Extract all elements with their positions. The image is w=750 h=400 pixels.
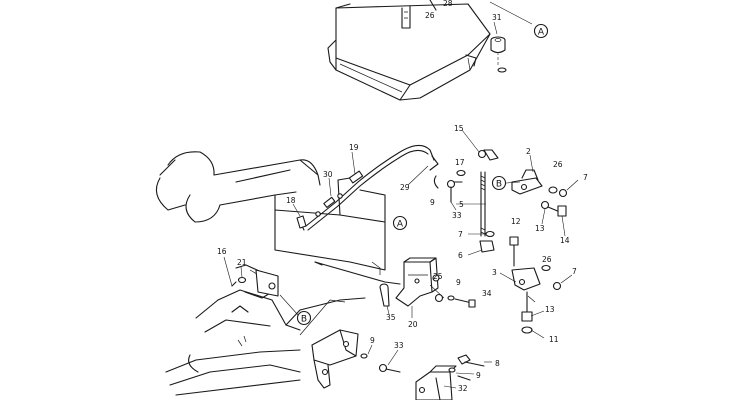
part-label: 34 bbox=[482, 289, 492, 298]
part-label: 26 bbox=[425, 11, 435, 20]
part-label: 25 bbox=[433, 272, 443, 281]
part-label: 5 bbox=[459, 200, 464, 209]
part-label: 21 bbox=[237, 258, 247, 267]
svg-text:A: A bbox=[397, 220, 404, 230]
part-label: 26 bbox=[553, 160, 563, 169]
part-label: 2 bbox=[526, 147, 531, 156]
bracket-16 bbox=[223, 256, 299, 316]
part-label: 13 bbox=[545, 305, 555, 314]
part-label: 3 bbox=[492, 268, 497, 277]
part-label: 9 bbox=[370, 336, 375, 345]
part-label: 8 bbox=[495, 359, 500, 368]
part-label: 32 bbox=[458, 384, 468, 393]
rod-5 bbox=[456, 171, 486, 237]
fasteners-right bbox=[446, 169, 579, 267]
bracket-lower-right bbox=[415, 354, 492, 400]
part-label: 12 bbox=[511, 217, 521, 226]
part-label: 15 bbox=[454, 124, 464, 133]
part-label: 29 bbox=[400, 183, 410, 192]
part-label: 7 bbox=[583, 173, 588, 182]
part-label: 7 bbox=[458, 230, 463, 239]
link-rod bbox=[314, 261, 401, 285]
callout-A-top: A bbox=[533, 23, 549, 39]
callout-A-left: A bbox=[392, 215, 408, 231]
part-label: 20 bbox=[408, 320, 418, 329]
part-label: 28 bbox=[443, 0, 453, 8]
part-label: 13 bbox=[535, 224, 545, 233]
part-label: 9 bbox=[456, 278, 461, 287]
part-label: 33 bbox=[452, 211, 462, 220]
part-label: 7 bbox=[572, 267, 577, 276]
part-label: 18 bbox=[286, 196, 296, 205]
part-label: 17 bbox=[455, 158, 465, 167]
svg-text:B: B bbox=[301, 315, 307, 325]
part-label: 6 bbox=[458, 251, 463, 260]
rubber-mount-31 bbox=[490, 21, 507, 73]
part-labels: 26 28 31 15 2 19 17 26 7 30 29 9 33 5 18… bbox=[217, 0, 588, 393]
part-label: 9 bbox=[430, 198, 435, 207]
part-label: 31 bbox=[492, 13, 502, 22]
control-box bbox=[327, 0, 533, 101]
part-label: 19 bbox=[349, 143, 359, 152]
throttle-cable-19 bbox=[292, 144, 439, 231]
callout-B-left: B bbox=[296, 310, 312, 326]
part-label: 16 bbox=[217, 247, 227, 256]
callout-B-right: B bbox=[491, 175, 507, 191]
part-label: 26 bbox=[542, 255, 552, 264]
part-label: 33 bbox=[394, 341, 404, 350]
lever-3 bbox=[499, 264, 573, 339]
part-label: 11 bbox=[549, 335, 559, 344]
svg-text:B: B bbox=[496, 180, 502, 190]
part-label: 35 bbox=[386, 313, 396, 322]
svg-text:A: A bbox=[538, 28, 545, 38]
spacer-35 bbox=[379, 283, 390, 315]
bracket-lower-left bbox=[311, 329, 401, 389]
part-label: 30 bbox=[323, 170, 333, 179]
part-label: 9 bbox=[476, 371, 481, 380]
part-label: 14 bbox=[560, 236, 570, 245]
bracket-20 bbox=[395, 257, 476, 318]
